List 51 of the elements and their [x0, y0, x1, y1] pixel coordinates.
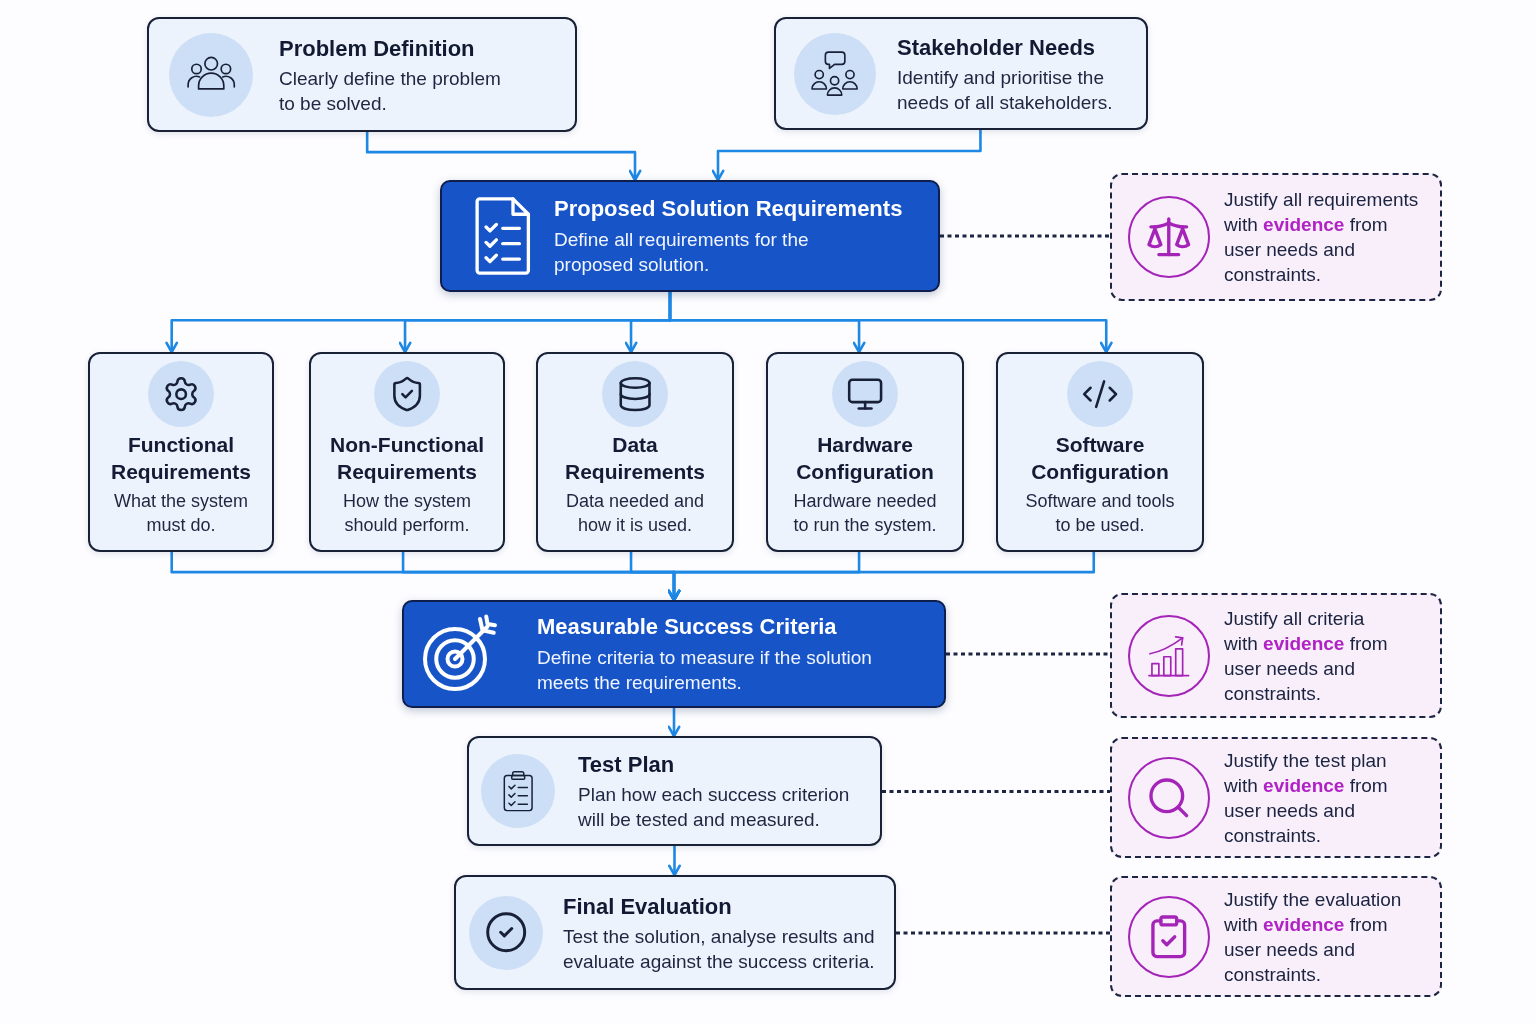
- node-title: Final Evaluation: [563, 892, 733, 920]
- node-title: Problem Definition: [279, 34, 476, 62]
- node-title: Software Configuration: [1030, 432, 1170, 485]
- requirement-card: [88, 352, 274, 552]
- process-box: [774, 17, 1148, 130]
- arrow: [667, 552, 1096, 602]
- connector-line: [882, 790, 1110, 793]
- node-title: Non-Functional Requirements: [329, 432, 485, 485]
- node-title: Test Plan: [578, 750, 676, 779]
- process-box: [402, 600, 946, 708]
- node-description: Test the solution, analyse results and evaluate against the success criteria.: [563, 924, 876, 973]
- node-title: Data Requirements: [563, 432, 706, 485]
- note-box: [1110, 173, 1442, 301]
- arrow: [711, 130, 982, 182]
- connector-line: [896, 931, 1110, 935]
- note-text: Justify the test plan with evidence from user needs and constraints.: [1224, 748, 1389, 848]
- note-box: [1110, 876, 1442, 997]
- node-description: Software and tools to be used.: [1024, 490, 1176, 537]
- node-description: Identify and prioritise the needs of all stakeholders.: [897, 65, 1114, 114]
- note-text: Justify the evaluation with evidence from user needs and constraints.: [1224, 887, 1403, 987]
- note-text: Justify all criteria with evidence from user needs and constraints.: [1224, 606, 1389, 706]
- node-description: Define criteria to measure if the solution meets the requirements.: [537, 646, 873, 695]
- node-description: Define all requirements for the proposed solution.: [554, 228, 810, 277]
- node-title: Measurable Success Criteria: [537, 613, 838, 641]
- arrow: [667, 708, 681, 738]
- process-box: [440, 180, 940, 292]
- arrow: [668, 292, 1113, 354]
- process-box: [467, 736, 882, 846]
- node-title: Functional Requirements: [109, 432, 252, 485]
- node-description: Data needed and how it is used.: [564, 490, 706, 537]
- node-description: What the system must do.: [112, 490, 249, 537]
- node-description: How the system should perform.: [341, 490, 472, 537]
- process-box: [454, 875, 896, 990]
- note-box: [1110, 593, 1442, 718]
- arrow: [668, 846, 681, 877]
- connector-line: [940, 234, 1110, 238]
- note-box: [1110, 737, 1442, 858]
- node-title: Hardware Configuration: [795, 432, 935, 485]
- requirement-card: [536, 352, 734, 552]
- process-box: [147, 17, 577, 132]
- note-text: Justify all requirements with evidence from user needs and constraints.: [1224, 188, 1420, 287]
- node-description: Clearly define the problem to be solved.: [279, 66, 502, 115]
- requirement-card: [309, 352, 505, 552]
- node-description: Plan how each success criterion will be tested and measured.: [578, 782, 851, 832]
- arrow: [365, 132, 642, 182]
- connector-line: [946, 652, 1110, 656]
- requirement-card: [996, 352, 1204, 552]
- node-title: Proposed Solution Requirements: [554, 195, 904, 223]
- node-title: Stakeholder Needs: [897, 33, 1097, 61]
- node-description: Hardware needed to run the system.: [792, 490, 938, 537]
- requirement-card: [766, 352, 964, 552]
